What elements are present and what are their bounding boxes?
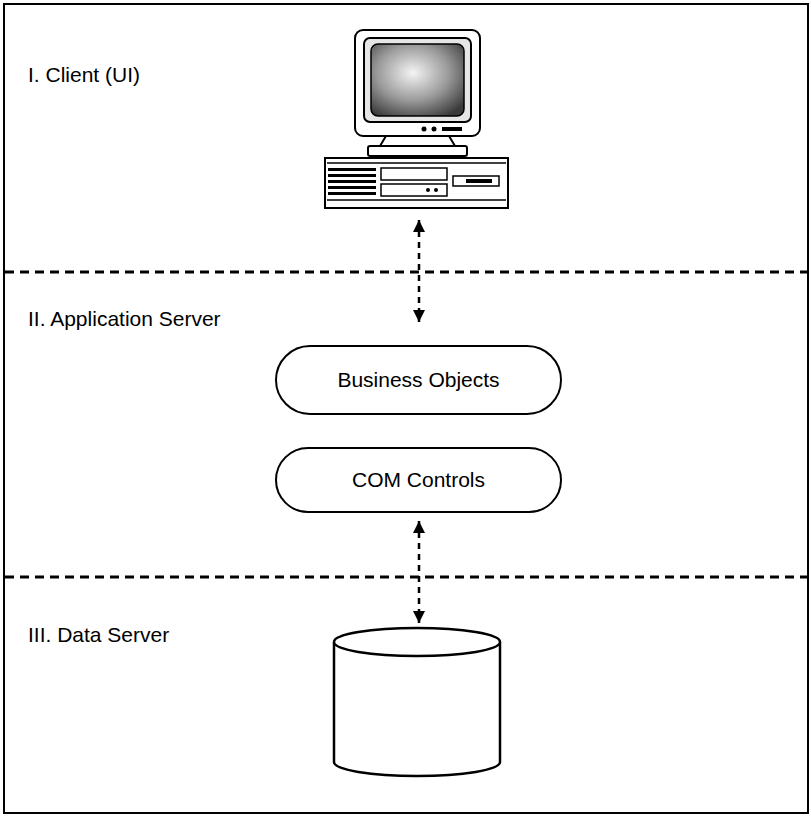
outer-frame (4, 4, 808, 813)
tier-label: I. Client (UI) (28, 62, 140, 87)
computer-icon (325, 30, 508, 208)
box-label: Business Objects (337, 367, 499, 392)
process-box: COM Controls (275, 447, 562, 513)
database-cylinder (334, 628, 500, 776)
tier-label: II. Application Server (28, 306, 221, 331)
tier-divider (5, 576, 808, 579)
tier-band: III. Data Server (5, 577, 808, 813)
tier-label: III. Data Server (28, 622, 169, 647)
box-label: COM Controls (352, 467, 485, 492)
dashed-arrow (418, 220, 421, 322)
tier-divider (5, 271, 808, 274)
tier-band: I. Client (UI) (5, 5, 808, 272)
tier-band: II. Application ServerBusiness ObjectsCO… (5, 272, 808, 577)
process-box: Business Objects (275, 345, 562, 415)
dashed-arrow (418, 521, 421, 623)
